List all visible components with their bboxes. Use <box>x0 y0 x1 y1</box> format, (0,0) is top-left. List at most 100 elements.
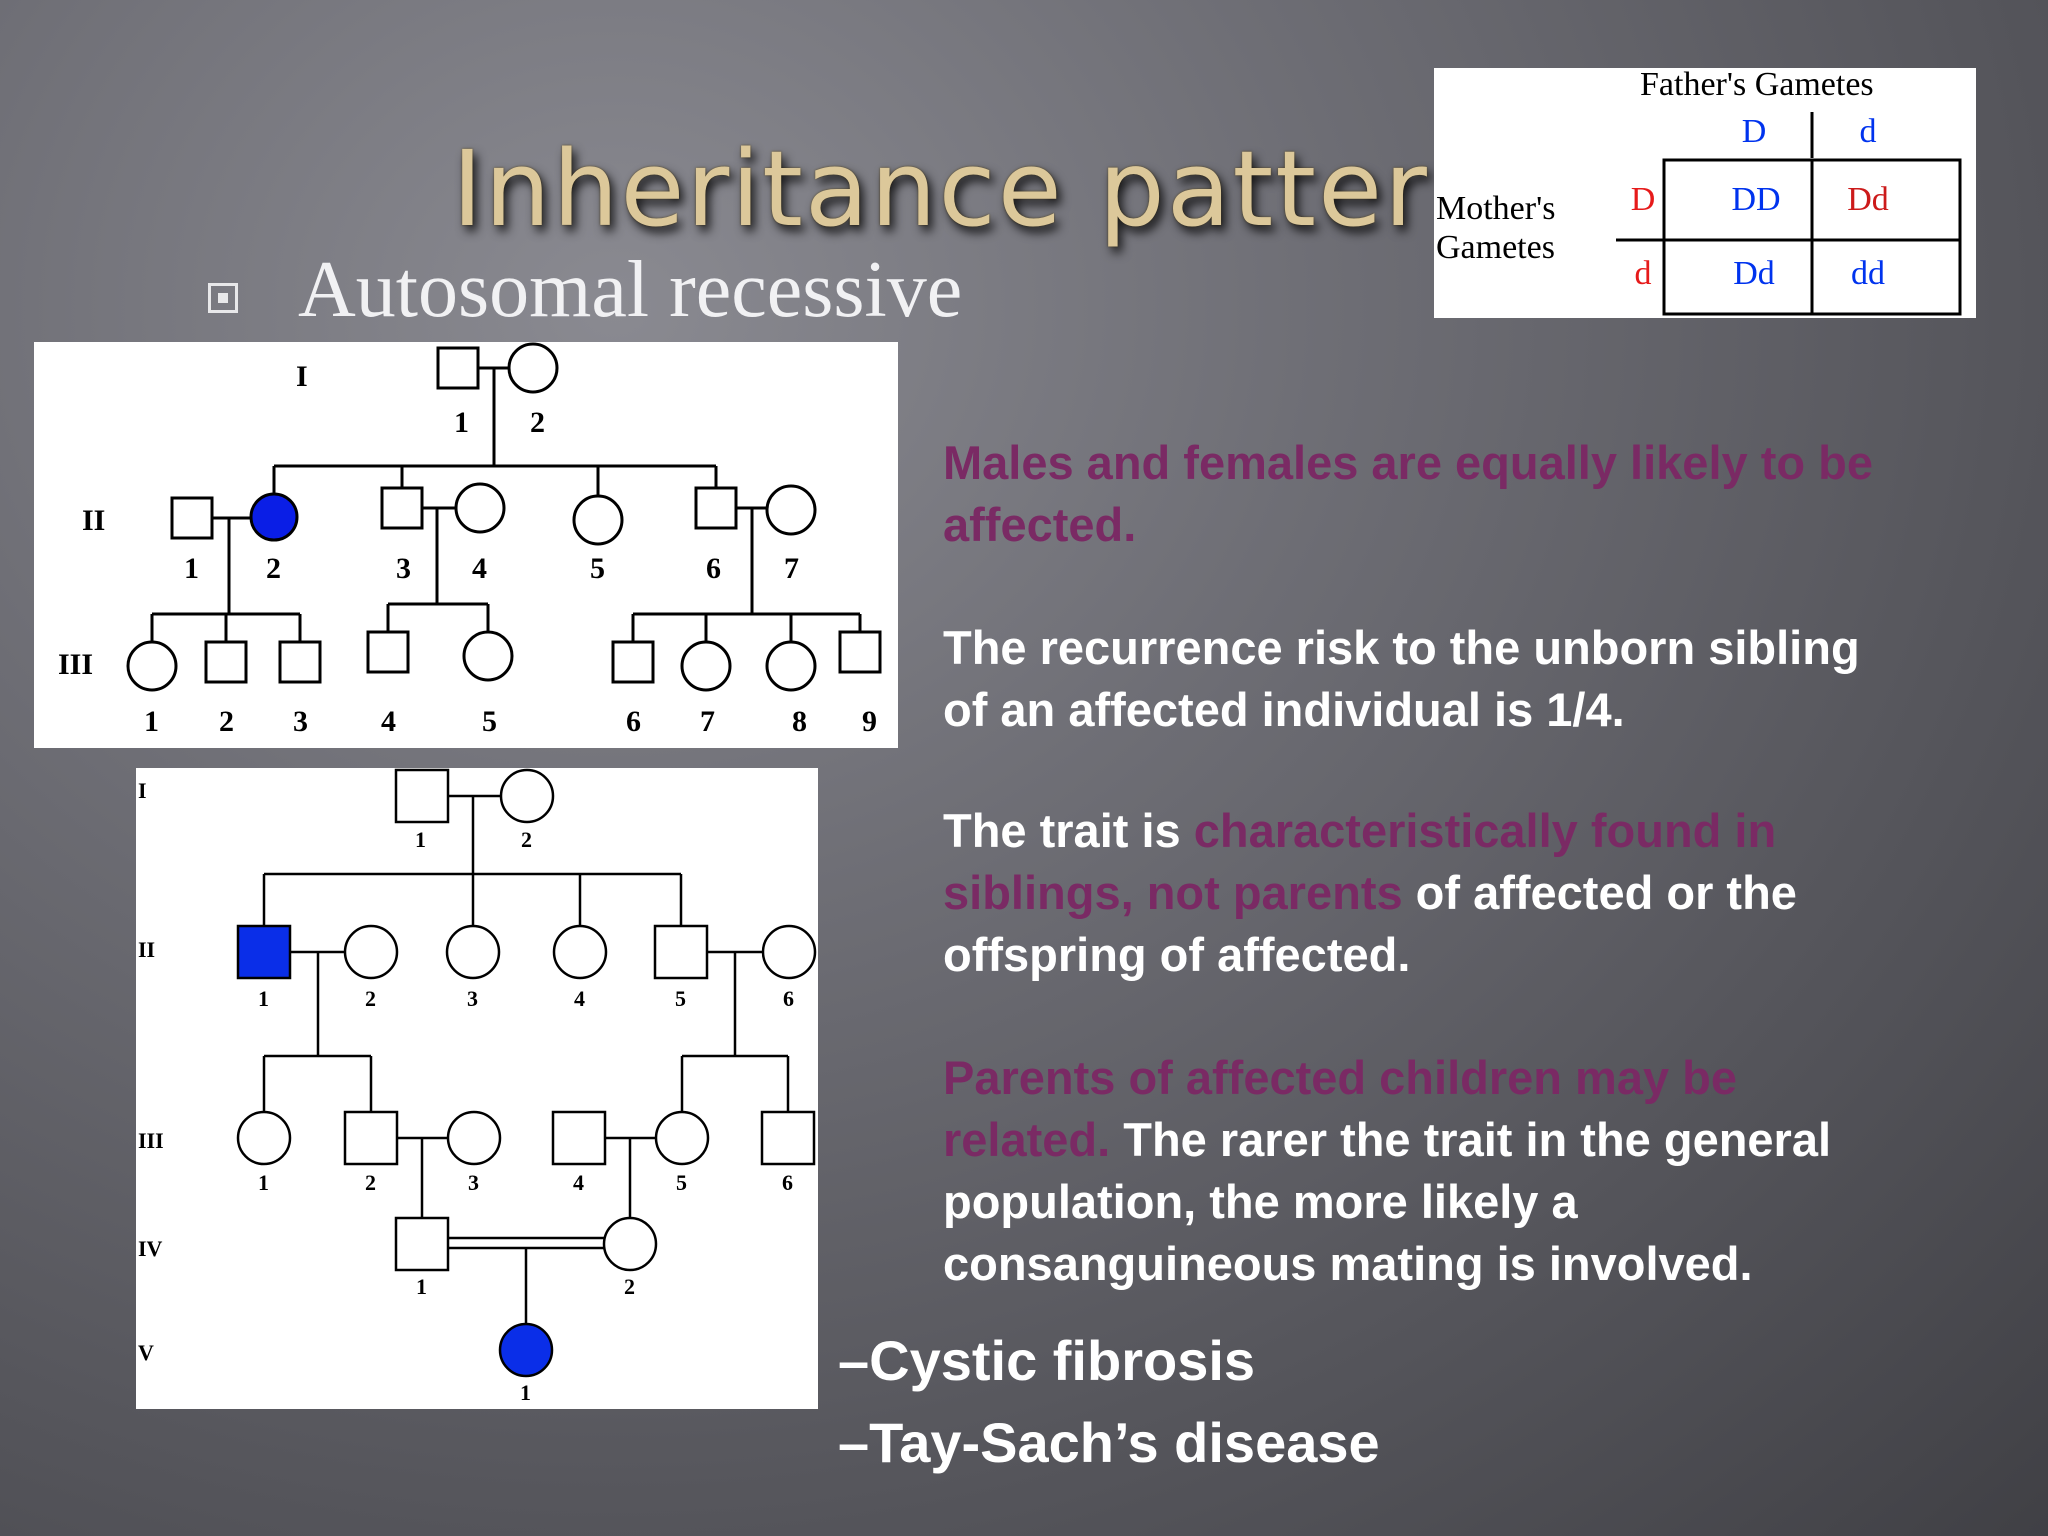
pedigree1-number: 3 <box>396 552 411 585</box>
pedigree1-number: 7 <box>784 552 799 585</box>
pedigree2-number: 2 <box>365 1170 376 1195</box>
pedigree1-number: 1 <box>184 552 199 585</box>
punnett-square: Father's Gametes D d Mother's Gametes D … <box>1434 66 1976 318</box>
pedigree-1-svg: I II III 1 2 1 2 3 4 5 6 7 1 2 3 4 5 6 7… <box>58 342 882 738</box>
pedigree1-number: 6 <box>626 705 641 738</box>
pedigree1-affected-female <box>249 492 299 542</box>
pedigree2-male <box>394 768 450 824</box>
point3-prefix: The trait is <box>943 804 1194 857</box>
pedigree2-gen-label: I <box>138 778 147 803</box>
pedigree1-female <box>462 630 514 682</box>
point4-rest-b: population, the more likely a <box>943 1175 1578 1228</box>
pedigree2-female <box>602 1216 658 1272</box>
pedigree2-number: 5 <box>675 986 686 1011</box>
pedigree2-number: 2 <box>365 986 376 1011</box>
pedigree2-number: 2 <box>624 1274 635 1299</box>
point-consanguinity: Parents of affected children may be rela… <box>943 1047 2003 1295</box>
point3-highlight-a: characteristically found in <box>1193 804 1777 857</box>
point4-highlight-a: Parents of affected children may be <box>943 1051 1738 1104</box>
pedigree1-male <box>694 486 738 530</box>
pedigree2-number: 3 <box>467 986 478 1011</box>
pedigree1-number: 6 <box>706 552 721 585</box>
pedigree2-affected-male <box>236 924 292 980</box>
pedigree2-number: 1 <box>415 827 426 852</box>
pedigree2-gen-label: III <box>138 1128 164 1153</box>
mother-allele-1: D <box>1631 181 1656 218</box>
pedigree1-female <box>126 640 178 692</box>
pedigree2-female <box>552 924 608 980</box>
point3-suffix: of affected or the <box>1402 866 1797 919</box>
pedigree2-gen-label: II <box>138 937 155 962</box>
pedigree2-male <box>551 1110 607 1166</box>
punnett-header: Father's Gametes <box>1640 68 1874 103</box>
pedigree1-male <box>436 346 480 390</box>
pedigree2-number: 1 <box>258 986 269 1011</box>
pedigree2-number: 1 <box>520 1380 531 1405</box>
point4-line2: related. The rarer the trait in the gene… <box>943 1109 2003 1171</box>
pedigree2-male <box>343 1110 399 1166</box>
mother-label-line2: Gametes <box>1436 229 1555 266</box>
pedigree2-female <box>761 924 817 980</box>
point1-line2: affected. <box>943 498 1137 551</box>
mother-allele-2: d <box>1635 255 1652 292</box>
pedigree1-number: 4 <box>472 552 487 585</box>
point4-rest-c: consanguineous mating is involved. <box>943 1237 1753 1290</box>
pedigree1-male <box>278 640 322 684</box>
pedigree1-number: 8 <box>792 705 807 738</box>
example-tay-sachs: –Tay-Sach’s disease <box>838 1411 1380 1474</box>
pedigree1-number: 2 <box>219 705 234 738</box>
pedigree2-gen-label: V <box>138 1340 154 1365</box>
pedigree1-number: 1 <box>144 705 159 738</box>
pedigree1-number: 5 <box>590 552 605 585</box>
pedigree1-female <box>765 640 817 692</box>
pedigree1-female <box>680 640 732 692</box>
pedigree1-female <box>454 482 506 534</box>
punnett-cell-dd-dominant: DD <box>1731 181 1780 218</box>
pedigree1-gen-label: II <box>82 504 105 537</box>
pedigree2-number: 5 <box>676 1170 687 1195</box>
pedigree-chart-1: I II III 1 2 1 2 3 4 5 6 7 1 2 3 4 5 6 7… <box>34 342 898 748</box>
pedigree1-female <box>507 342 559 394</box>
square-bullet-icon <box>208 283 238 313</box>
pedigree2-number: 4 <box>574 986 585 1011</box>
father-allele-2: d <box>1860 113 1877 150</box>
point3-line1: The trait is characteristically found in <box>943 800 2003 862</box>
point2-line2: of an affected individual is 1/4. <box>943 683 1625 736</box>
pedigree2-female <box>654 1110 710 1166</box>
point2-line1: The recurrence risk to the unborn siblin… <box>943 621 1860 674</box>
pedigree1-number: 4 <box>381 705 396 738</box>
point3-line2: siblings, not parents of affected or the <box>943 862 2003 924</box>
pedigree1-male <box>611 640 655 684</box>
pedigree2-female <box>343 924 399 980</box>
point3-highlight-b: siblings, not parents <box>943 866 1403 919</box>
pedigree2-female <box>499 768 555 824</box>
pedigree1-number: 9 <box>862 705 877 738</box>
pedigree2-affected-female <box>498 1322 554 1378</box>
pedigree1-male <box>204 640 248 684</box>
pedigree1-number: 1 <box>454 406 469 439</box>
mother-label-line1: Mother's <box>1436 190 1555 227</box>
pedigree1-male <box>838 630 882 674</box>
pedigree1-male <box>380 486 424 530</box>
father-allele-1: D <box>1742 113 1767 150</box>
pedigree1-gen-label: III <box>58 648 93 681</box>
punnett-cell-dd-het-2: Dd <box>1733 255 1775 292</box>
pedigree-chart-2: I II III IV V 1 2 1 2 3 4 5 6 1 2 3 4 5 … <box>136 768 818 1409</box>
pedigree-2-svg: I II III IV V 1 2 1 2 3 4 5 6 1 2 3 4 5 … <box>138 768 817 1405</box>
pedigree1-number: 3 <box>293 705 308 738</box>
punnett-cell-dd-recessive: dd <box>1851 255 1885 292</box>
point-equal-likelihood: Males and females are equally likely to … <box>943 432 2003 556</box>
pedigree2-female <box>236 1110 292 1166</box>
example-cystic-fibrosis: –Cystic fibrosis <box>838 1329 1256 1392</box>
pedigree1-gen-label: I <box>296 360 308 393</box>
pedigree1-number: 5 <box>482 705 497 738</box>
pedigree2-number: 6 <box>783 986 794 1011</box>
pedigree2-number: 4 <box>573 1170 584 1195</box>
pedigree1-female <box>765 484 817 536</box>
slide-title: Inheritance patter <box>452 128 1429 250</box>
pedigree2-male <box>394 1216 450 1272</box>
point4-rest-a: The rarer the trait in the general <box>1110 1113 1832 1166</box>
pedigree2-gen-label: IV <box>138 1236 163 1261</box>
pedigree2-number: 6 <box>782 1170 793 1195</box>
pedigree2-number: 1 <box>258 1170 269 1195</box>
